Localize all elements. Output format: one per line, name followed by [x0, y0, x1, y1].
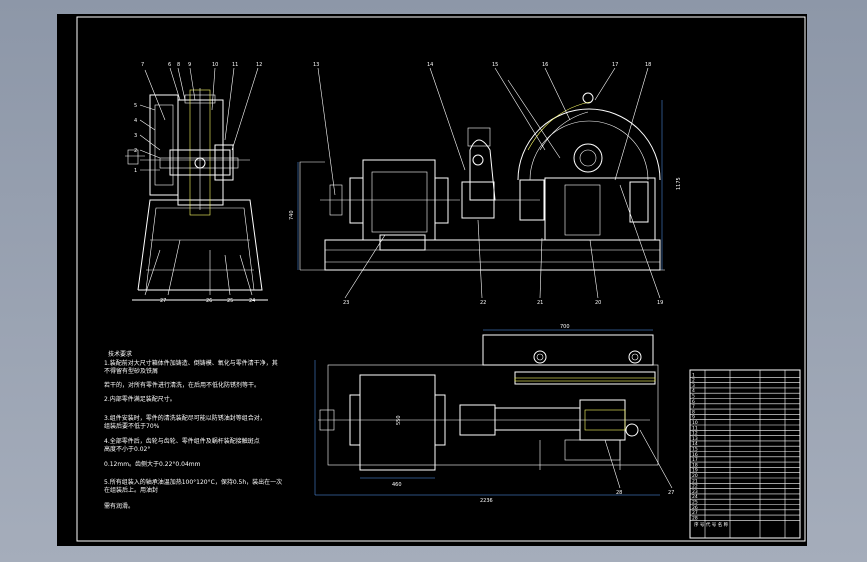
drawing-sheet — [57, 14, 807, 546]
front-dim-left: 740 — [289, 210, 295, 220]
title-block-row-number: 23 — [692, 489, 698, 495]
side-label-left-2: 3 — [134, 133, 137, 139]
side-housing — [177, 99, 224, 206]
top-upper-plate — [482, 334, 654, 366]
side-view: 7 6 8 9 10 11 12 5 4 3 2 1 27 26 25 24 — [125, 62, 268, 304]
side-label-bottom-3: 24 — [249, 298, 255, 304]
front-bearing — [519, 179, 545, 221]
top-base-outline — [327, 364, 659, 466]
side-hatch — [189, 89, 211, 216]
side-label-top-2: 8 — [177, 62, 180, 68]
note-12: 需有润滑。 — [104, 502, 134, 510]
side-label-top-1: 6 — [168, 62, 171, 68]
note-6: 组装后要不低于70% — [104, 422, 160, 430]
top-view: 700 460 2236 550 28 27 — [314, 324, 674, 504]
title-block-row-number: 11 — [692, 425, 698, 431]
title-block-row-number: 12 — [692, 431, 698, 437]
front-label-top-2: 15 — [492, 62, 498, 68]
front-label-bottom-3: 20 — [595, 300, 601, 306]
top-dim-inner: 460 — [392, 482, 402, 488]
title-block-row-number: 2 — [692, 378, 695, 384]
side-label-left-3: 2 — [134, 148, 137, 154]
title-block-row-number: 21 — [692, 478, 698, 484]
front-large-gear — [517, 108, 661, 181]
note-5: 3.组件安装时，零件的清洗装配尽可能以防锈油封等组合对， — [104, 414, 266, 422]
title-block-row-number: 7 — [692, 404, 695, 410]
title-block-row-number: 4 — [692, 388, 695, 394]
side-label-top-3: 9 — [188, 62, 191, 68]
title-block-row-number: 22 — [692, 484, 698, 490]
title-block-row-number: 9 — [692, 415, 695, 421]
front-view: 740 1175 13 14 15 16 17 18 23 22 21 20 1… — [289, 62, 682, 306]
title-block-row-number: 19 — [692, 468, 698, 474]
side-label-bottom-2: 25 — [227, 298, 233, 304]
note-1: 1.装配前对大尺寸箱体件加铸造、倒铸模、氧化与零件清干净，其 — [104, 359, 278, 367]
top-dim-total: 2236 — [480, 498, 493, 504]
top-label-0: 28 — [616, 490, 622, 496]
front-gear-case — [544, 177, 656, 241]
title-block-row-number: 1 — [692, 372, 695, 378]
title-block-row-number: 16 — [692, 452, 698, 458]
front-label-bottom-4: 19 — [657, 300, 663, 306]
side-frame-inner — [145, 207, 255, 291]
side-label-top-4: 10 — [212, 62, 218, 68]
technical-notes: 技术要求 1.装配前对大尺寸箱体件加铸造、倒铸模、氧化与零件清干净，其 不得留有… — [104, 350, 282, 510]
side-label-top-0: 7 — [141, 62, 144, 68]
note-0: 技术要求 — [108, 350, 132, 358]
side-label-left-0: 5 — [134, 103, 137, 109]
front-label-top-5: 18 — [645, 62, 651, 68]
note-8: 高度不小于0.02° — [104, 445, 150, 453]
title-block-row-number: 3 — [692, 383, 695, 389]
note-11: 在组装后上。用油封 — [104, 486, 158, 494]
title-block-row-number: 27 — [692, 510, 698, 516]
title-block-row-number: 10 — [692, 420, 698, 426]
front-dim-right: 1175 — [676, 177, 682, 190]
side-coupling — [214, 144, 234, 181]
side-label-bottom-0: 27 — [160, 298, 166, 304]
title-block-row-number: 13 — [692, 436, 698, 442]
title-block-row-number: 24 — [692, 494, 698, 500]
title-block-row-number: 26 — [692, 505, 698, 511]
note-10: 5.所有组装入的轴承油温加热100°120°C，保持0.5h，装出在一次 — [104, 478, 282, 486]
front-label-bottom-1: 22 — [480, 300, 486, 306]
title-block-row-number: 8 — [692, 409, 695, 415]
note-9: 0.12mm。齿侧大于0.22°0.04mm — [104, 460, 201, 468]
title-block[interactable]: 1234567891011121314151617181920212223242… — [689, 369, 801, 539]
top-dim-left: 550 — [396, 415, 402, 425]
drawing-border — [76, 16, 806, 542]
front-base — [324, 239, 661, 271]
front-label-bottom-2: 21 — [537, 300, 543, 306]
top-label-1: 27 — [668, 490, 674, 496]
note-7: 4.全部零件后，齿轮与齿轮、零件组件及蜗杆装配接触斑点 — [104, 437, 260, 445]
title-block-row-number: 18 — [692, 462, 698, 468]
front-hatch — [527, 101, 591, 151]
note-2: 不得留有型砂及铁屑 — [104, 367, 158, 375]
note-4: 2.内部零件满足装配尺寸。 — [104, 395, 176, 403]
side-label-left-4: 1 — [134, 168, 137, 174]
title-block-row-number: 17 — [692, 457, 698, 463]
side-frame — [137, 199, 263, 291]
title-block-row-number: 28 — [692, 515, 698, 521]
title-block-footer: 序 号 代 号 名 称 — [694, 521, 729, 528]
side-label-top-6: 12 — [256, 62, 262, 68]
title-block-row-number: 5 — [692, 394, 695, 400]
front-label-top-1: 14 — [427, 62, 433, 68]
side-label-bottom-1: 26 — [206, 298, 212, 304]
title-block-row-number: 15 — [692, 447, 698, 453]
title-block-row-number: 25 — [692, 500, 698, 506]
front-label-top-3: 16 — [542, 62, 548, 68]
side-label-left-1: 4 — [134, 118, 137, 124]
side-shaft-box — [169, 149, 231, 176]
top-dim-top: 700 — [560, 324, 570, 330]
title-block-row-number: 14 — [692, 441, 698, 447]
front-label-top-0: 13 — [313, 62, 319, 68]
title-block-row-number: 6 — [692, 399, 695, 405]
title-block-row-number: 20 — [692, 473, 698, 479]
front-label-bottom-0: 23 — [343, 300, 349, 306]
note-3: 若干的，对所有零件进行清洗，在后用不低化防锈剂等干。 — [104, 381, 260, 389]
side-label-top-5: 11 — [232, 62, 238, 68]
front-label-top-4: 17 — [612, 62, 618, 68]
